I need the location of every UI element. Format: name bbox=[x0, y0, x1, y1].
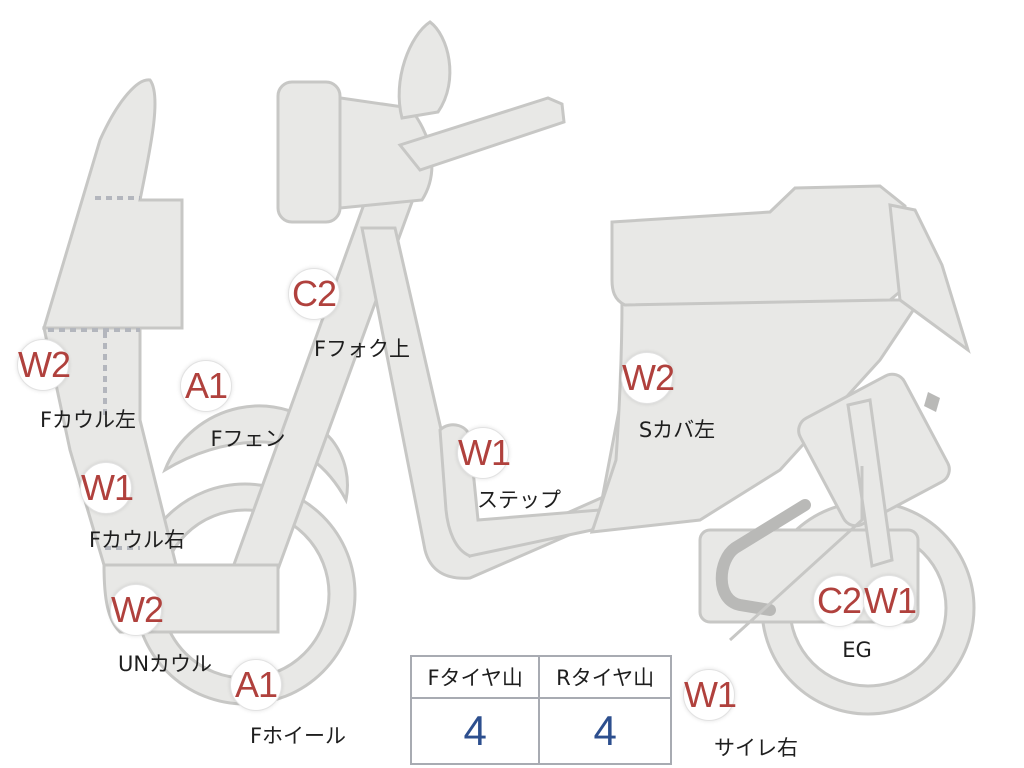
marker-w2-un-cowl[interactable]: W2 bbox=[110, 584, 164, 636]
marker-w1-eg[interactable]: W1 bbox=[863, 575, 917, 627]
label-muffler-right: サイレ右 bbox=[714, 736, 798, 760]
front-cowl-upper bbox=[41, 78, 184, 330]
marker-w2-scover-left[interactable]: W2 bbox=[621, 352, 675, 404]
seat bbox=[610, 184, 910, 307]
label-fcowl-left: Fカウル左 bbox=[39, 408, 137, 432]
label-ffender: Fフェン bbox=[210, 427, 286, 451]
header-rear-tire: Rタイヤ山 bbox=[538, 655, 672, 699]
tire-tread-table: Fタイヤ山 Rタイヤ山 4 4 bbox=[409, 655, 672, 765]
exhaust-pipe bbox=[715, 499, 811, 616]
marker-a1-fwheel[interactable]: A1 bbox=[230, 659, 282, 711]
rear-grip bbox=[888, 203, 971, 354]
label-scover-left: Sカバ左 bbox=[638, 418, 716, 442]
headlight bbox=[276, 80, 342, 224]
label-eg: EG bbox=[842, 638, 872, 662]
marker-c2-eg[interactable]: C2 bbox=[813, 575, 865, 627]
label-step: ステップ bbox=[477, 488, 561, 512]
label-ffork-upper: Fフォク上 bbox=[313, 337, 411, 361]
marker-w1-fcowl-right[interactable]: W1 bbox=[80, 462, 134, 514]
handlebar bbox=[397, 96, 566, 172]
header-front-tire: Fタイヤ山 bbox=[409, 655, 541, 699]
label-fwheel: Fホイール bbox=[249, 724, 347, 748]
marker-w1-muffler-right[interactable]: W1 bbox=[683, 669, 737, 721]
value-front-tire: 4 bbox=[409, 697, 541, 765]
rear-shock bbox=[846, 398, 894, 568]
marker-w1-step[interactable]: W1 bbox=[457, 427, 511, 479]
marker-w2-fcowl-left[interactable]: W2 bbox=[17, 339, 71, 391]
value-rear-tire: 4 bbox=[538, 697, 672, 765]
marker-c2-ffork-upper[interactable]: C2 bbox=[288, 268, 340, 320]
mirror bbox=[397, 20, 452, 120]
label-fcowl-right: Fカウル右 bbox=[88, 528, 186, 552]
exhaust-tip bbox=[924, 392, 940, 412]
label-un-cowl: UNカウル bbox=[117, 652, 213, 676]
marker-a1-ffender[interactable]: A1 bbox=[180, 360, 232, 412]
